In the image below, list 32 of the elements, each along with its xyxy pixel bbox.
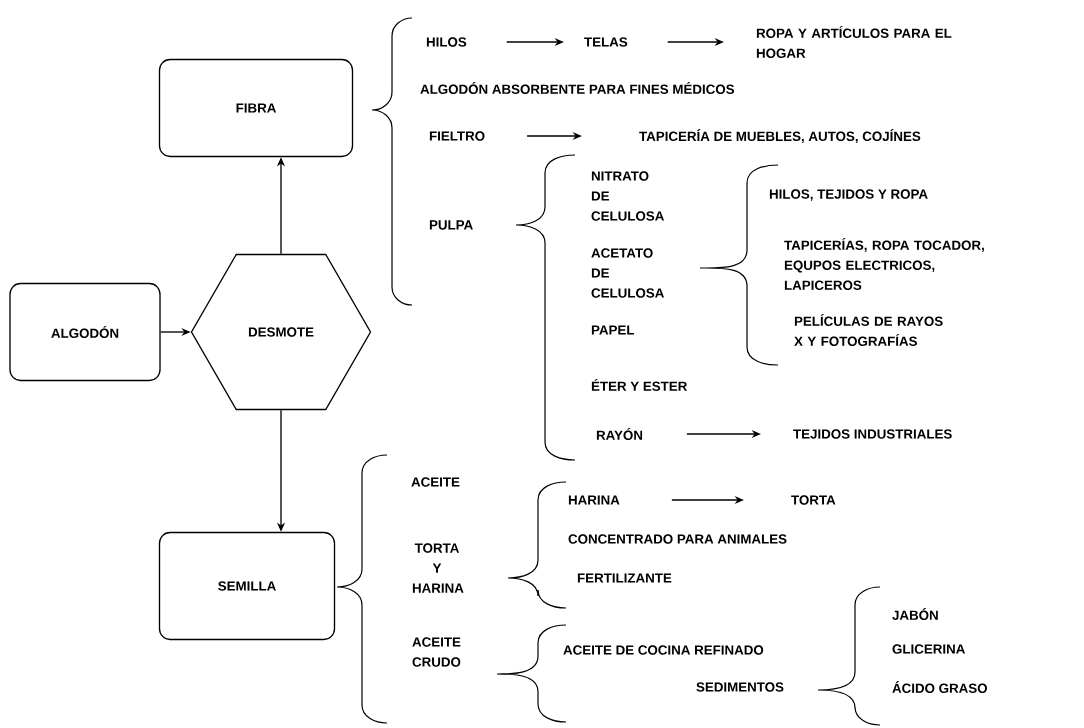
product-label: ROPA Y ARTÍCULOS PARA EL HOGAR [756, 26, 952, 58]
product-label: ALGODÓN ABSORBENTE PARA FINES MÉDICOS [420, 82, 735, 94]
product-label: JABÓN [892, 608, 938, 620]
product-label: TEJIDOS INDUSTRIALES [793, 429, 952, 439]
product-label: ÁCIDO GRASO [892, 681, 987, 693]
product-label: HILOS, TEJIDOS Y ROPA [769, 189, 928, 201]
product-label: PAPEL [591, 325, 635, 335]
product-label: PELÍCULAS DE RAYOS X Y FOTOGRAFÍAS [794, 314, 943, 346]
product-label: TORTA [791, 495, 836, 505]
product-label: CONCENTRADO PARA ANIMALES [568, 534, 787, 544]
product-label: FIELTRO [429, 131, 485, 141]
process-box: FIBRA [158, 58, 354, 158]
product-label: ACEITE [411, 477, 460, 487]
product-label: ACEITE DE COCINA REFINADO [563, 645, 764, 655]
product-label: NITRATO DE CELULOSA [591, 171, 664, 221]
product-label: HARINA [568, 495, 620, 505]
product-label: RAYÓN [596, 428, 643, 440]
product-label: PULPA [429, 220, 473, 230]
product-label: SEDIMENTOS [696, 682, 784, 692]
product-label: TAPICERÍA DE MUEBLES, AUTOS, COJÍNES [639, 129, 921, 143]
process-box: ALGODÓN [9, 282, 161, 382]
product-label: ÉTER Y ESTER [591, 379, 688, 391]
product-label: TAPICERÍAS, ROPA TOCADOR, EQUPOS ELECTRICOS, LAPICEROS [784, 238, 984, 290]
product-label: TORTA Y HARINA [412, 543, 464, 593]
product-label: TELAS [584, 37, 628, 47]
process-hexagon: DESMOTE [190, 253, 372, 411]
product-label: GLICERINA [892, 644, 965, 654]
product-label: FERTILIZANTE [577, 573, 672, 583]
product-label: ACEITE CRUDO [412, 637, 461, 667]
product-label: HILOS [426, 37, 467, 47]
process-box: SEMILLA [158, 531, 336, 641]
product-label: ACETATO DE CELULOSA [591, 248, 664, 298]
